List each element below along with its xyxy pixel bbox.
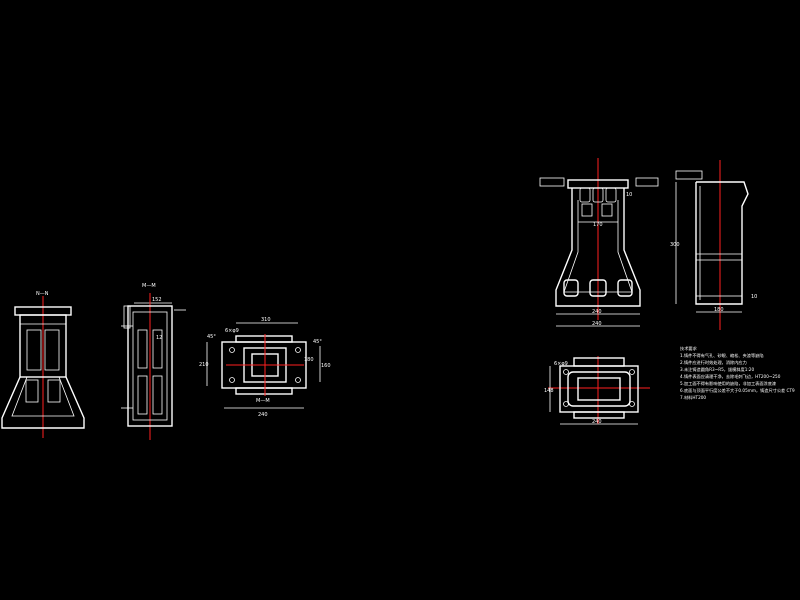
body-inner bbox=[563, 200, 633, 293]
slot-left bbox=[137, 329, 148, 369]
ear-bottom bbox=[235, 387, 293, 395]
view-mm-label: M—M bbox=[142, 283, 156, 289]
base-window bbox=[589, 279, 607, 297]
view-side: 300 180 10 bbox=[670, 160, 757, 330]
tapered-base bbox=[1, 376, 85, 429]
bolt-hole bbox=[229, 377, 235, 383]
dim-width: 240 bbox=[592, 419, 602, 425]
tapered-inner bbox=[11, 376, 75, 417]
slot-left-lower bbox=[137, 375, 148, 415]
dim-small: 10 bbox=[751, 294, 757, 300]
datum-tag bbox=[539, 177, 565, 187]
dim-inner: 170 bbox=[593, 222, 603, 228]
dim-height: 148 bbox=[544, 388, 554, 394]
view-nn-section: N—N bbox=[1, 291, 85, 438]
base-window bbox=[563, 279, 579, 297]
view-front: 170 240 240 10 bbox=[539, 158, 659, 327]
dim-height: 300 bbox=[670, 242, 680, 248]
dim-bottom: 240 bbox=[258, 412, 268, 418]
bolt-hole bbox=[229, 347, 235, 353]
dim-top: 310 bbox=[261, 317, 271, 323]
datum-tag bbox=[635, 177, 659, 187]
dim-top: 152 bbox=[152, 297, 162, 303]
column-outer bbox=[19, 314, 67, 378]
notes-line-1: 1.铸件不得有气孔、砂眼、缩松、夹渣等缺陷 bbox=[680, 352, 764, 359]
notes-line-5: 5.加工面不得有影响使用的缺陷，非加工表面涂底漆 bbox=[680, 380, 776, 387]
base-flange bbox=[695, 295, 743, 305]
top-window bbox=[605, 187, 617, 203]
ear-bottom bbox=[573, 411, 625, 419]
angle-right: 45° bbox=[313, 339, 322, 345]
window-right bbox=[44, 329, 60, 371]
notes-line-7: 7.材料HT200 bbox=[680, 394, 706, 401]
boss bbox=[567, 371, 631, 407]
dim-width2: 240 bbox=[592, 321, 602, 327]
notes-line-6: 6.底面与顶面平行度公差不大于0.05mm，铸造尺寸公差 CT9 bbox=[680, 387, 795, 394]
angle-left: 45° bbox=[207, 334, 216, 340]
datum-tag bbox=[675, 170, 703, 180]
top-window bbox=[592, 187, 604, 203]
notes-line-2: 2.铸件应进行时效处理，消除内应力 bbox=[680, 359, 747, 366]
view-nn-label: N—N bbox=[36, 291, 49, 297]
bolt-hole bbox=[295, 377, 301, 383]
dim-side-right: 160 bbox=[321, 363, 331, 369]
dim-side: 12 bbox=[156, 335, 162, 341]
top-window bbox=[579, 187, 591, 203]
base-window bbox=[617, 279, 633, 297]
body-outline bbox=[555, 188, 641, 307]
slot-right bbox=[152, 329, 163, 369]
technical-notes: 技术要求 1.铸件不得有气孔、砂眼、缩松、夹渣等缺陷 2.铸件应进行时效处理，消… bbox=[680, 345, 795, 401]
base-outline bbox=[559, 365, 639, 413]
bolt-hole bbox=[563, 369, 569, 375]
dim-width: 180 bbox=[714, 307, 724, 313]
dim-side-right2: 180 bbox=[304, 357, 314, 363]
leader-label: 6×φ9 bbox=[554, 361, 568, 367]
dim-height: 10 bbox=[626, 192, 632, 198]
base-window-left bbox=[25, 379, 39, 403]
column-inner bbox=[132, 311, 168, 421]
bolt-hole bbox=[629, 401, 635, 407]
column-outer bbox=[127, 305, 173, 427]
notes-line-0: 技术要求 bbox=[680, 345, 698, 352]
bolt-hole bbox=[295, 347, 301, 353]
ear-top bbox=[235, 335, 293, 343]
base-window-right bbox=[47, 379, 61, 403]
leader-label: 6×φ9 bbox=[225, 328, 239, 334]
window-left bbox=[26, 329, 42, 371]
bolt-hole bbox=[563, 401, 569, 407]
slot-right-lower bbox=[152, 375, 163, 415]
lug bbox=[123, 305, 131, 329]
bolt-hole bbox=[629, 369, 635, 375]
view-plan: 310 6×φ9 45° 45° 210 160 180 M—M 240 bbox=[199, 317, 331, 418]
notes-line-3: 3.未注铸造圆角R3~R5，拔模斜度1:20 bbox=[680, 366, 754, 373]
body-outline bbox=[695, 181, 749, 305]
dim-side-left: 210 bbox=[199, 362, 209, 368]
section-label: M—M bbox=[256, 398, 270, 404]
view-plan-right: 6×φ9 148 240 bbox=[544, 356, 650, 425]
window bbox=[581, 203, 593, 217]
ear-top bbox=[573, 357, 625, 367]
notes-line-4: 4.铸件表面应清理干净，去除毛刺飞边，HT200~250 bbox=[680, 373, 781, 380]
view-mm-section: M—M 152 12 bbox=[121, 283, 186, 440]
center-opening bbox=[577, 377, 621, 401]
window bbox=[601, 203, 613, 217]
dim-width1: 240 bbox=[592, 309, 602, 315]
